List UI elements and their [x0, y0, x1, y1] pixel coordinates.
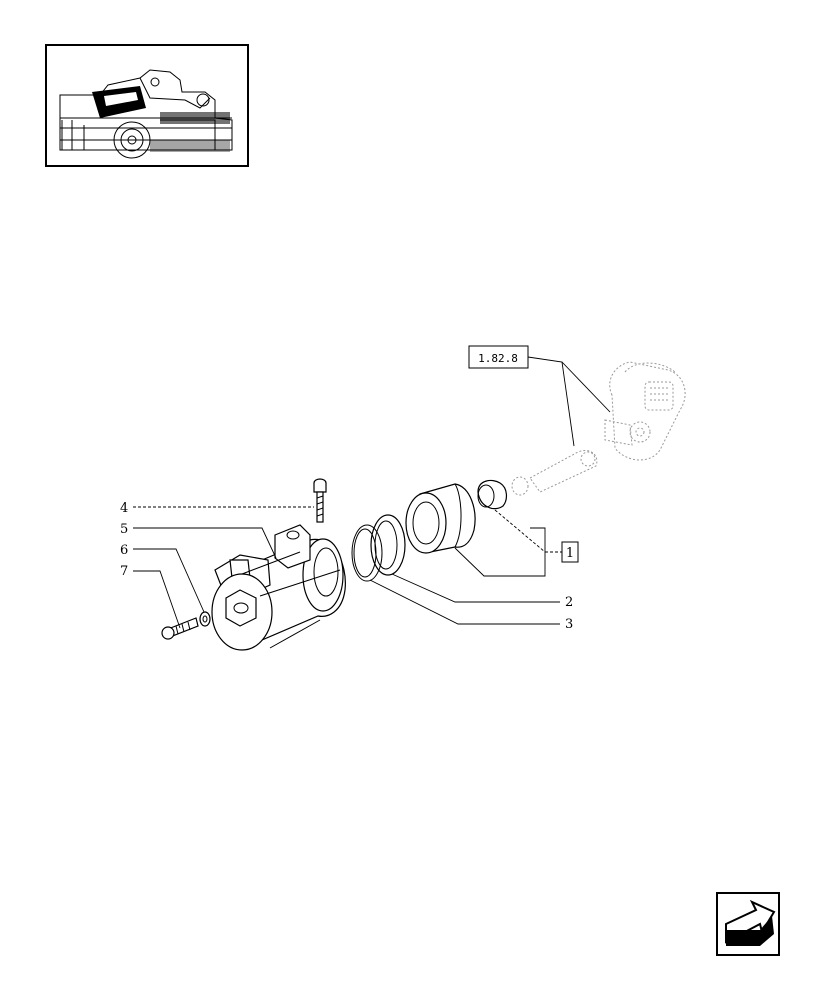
callout-2: 2 — [565, 595, 573, 610]
location-thumbnail — [45, 44, 249, 167]
ghost-linkage — [511, 361, 686, 496]
back-button[interactable] — [716, 892, 780, 956]
bolt-7 — [161, 617, 199, 640]
back-arrow-icon — [725, 899, 776, 946]
reference-box-label: 1.82.8 — [478, 352, 518, 365]
callout-5: 5 — [120, 522, 128, 537]
callout-6: 6 — [120, 543, 128, 558]
reference-box[interactable]: 1.82.8 — [468, 345, 529, 369]
washer-6 — [199, 611, 211, 627]
piston-cap — [477, 479, 507, 510]
callout-3: 3 — [565, 617, 573, 632]
piston — [405, 483, 476, 554]
callout-4: 4 — [120, 501, 128, 516]
seal-ring-2 — [370, 514, 406, 576]
bolt-4 — [313, 478, 327, 523]
group-box[interactable]: 1 — [561, 541, 579, 563]
snap-ring-3 — [351, 524, 383, 582]
group-box-label: 1 — [566, 546, 574, 561]
cylinder-body-5 — [211, 524, 346, 651]
callout-7: 7 — [120, 564, 128, 579]
